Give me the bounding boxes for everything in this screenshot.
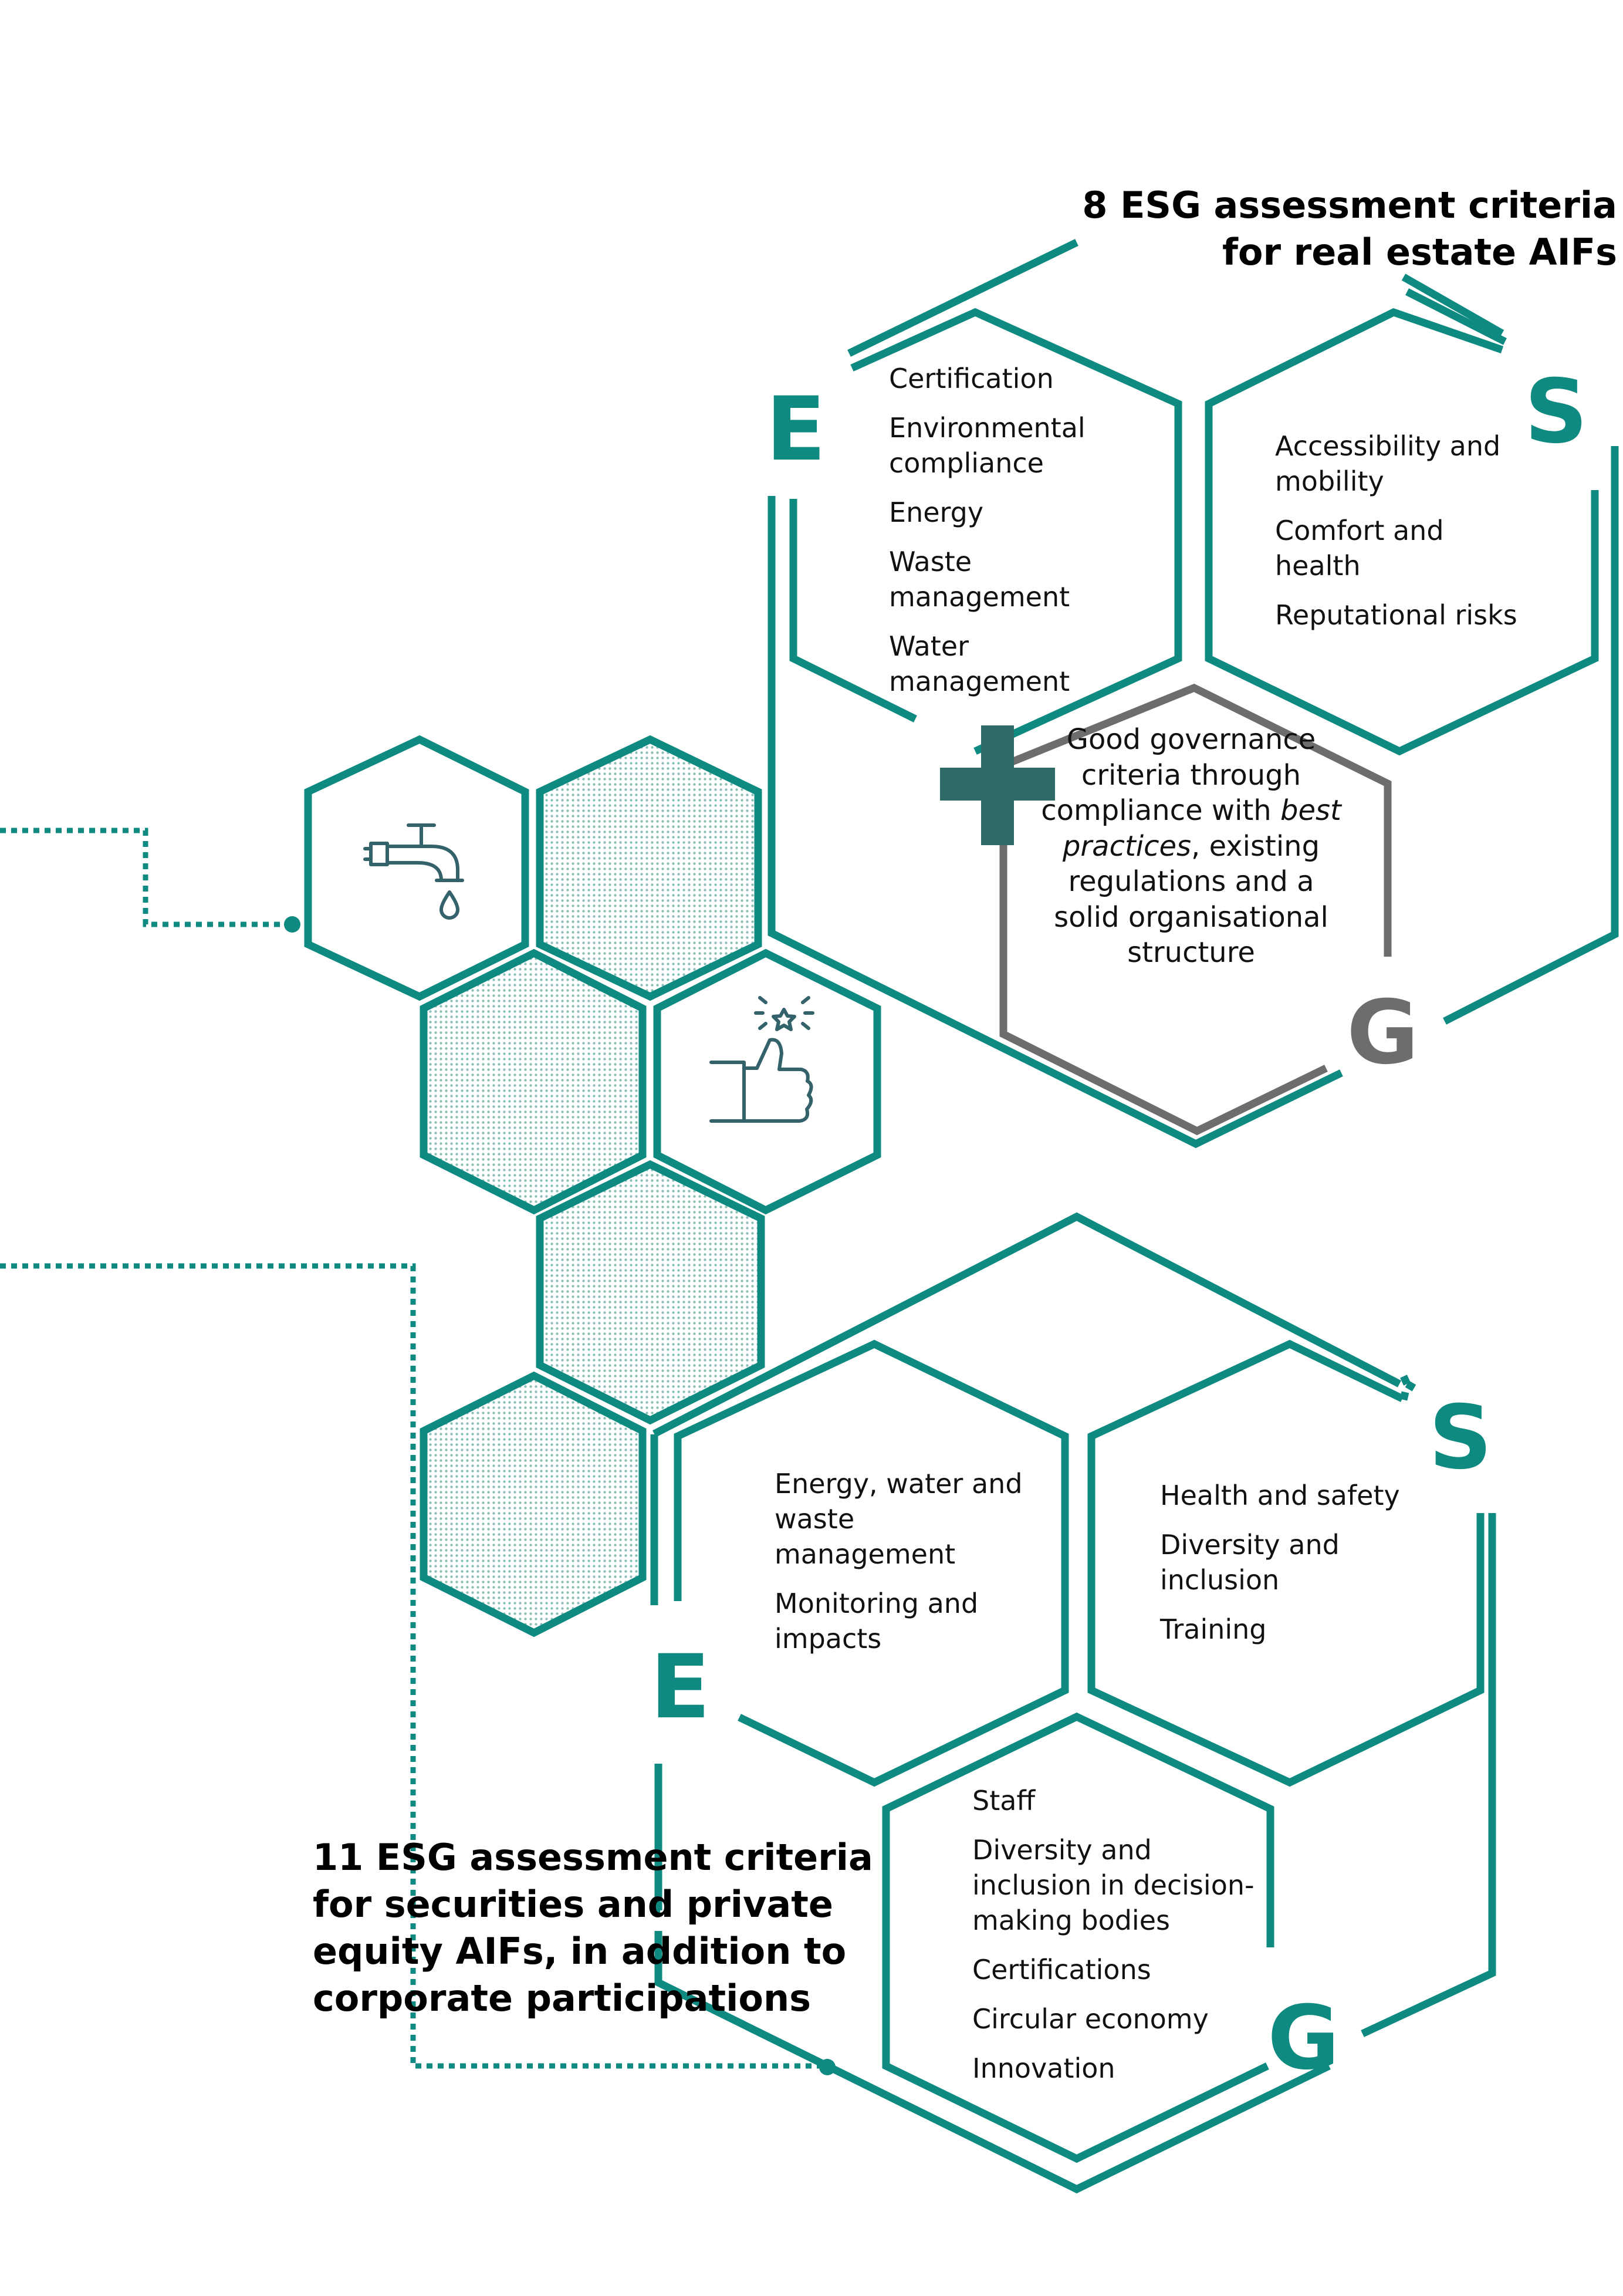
g-letter-top: G	[1347, 982, 1419, 1084]
heading-line: equity AIFs, in addition to	[313, 1930, 847, 1973]
list-item: Diversity and inclusion	[1160, 1529, 1340, 1596]
s-hexagon-top	[1205, 308, 1599, 756]
thumbs-up-icon	[709, 996, 814, 1123]
list-item: Monitoring and impacts	[775, 1588, 979, 1655]
heading-line: 8 ESG assessment criteria	[1082, 184, 1617, 227]
securities-heading: 11 ESG assessment criteria for securitie…	[313, 1834, 873, 2022]
securities-governance-list: Staff Diversity and inclusion in decisio…	[972, 1783, 1266, 2100]
governance-text-before: Good governance criteria through complia…	[1041, 723, 1316, 827]
list-item: Energy, water and waste management	[775, 1468, 1023, 1570]
list-item: Circular economy	[972, 2003, 1209, 2035]
outer-hexagon-bottom	[654, 1931, 1331, 2194]
list-item: Environmental compliance	[889, 412, 1086, 479]
pattern-hexagon	[536, 1160, 765, 1425]
governance-text-after: , existing regulations and a solid organ…	[1054, 829, 1328, 970]
heading-line: for real estate AIFs	[1222, 231, 1617, 274]
pattern-hexagon	[536, 735, 762, 1001]
list-item: Energy	[889, 497, 984, 528]
g-hexagon-top	[996, 683, 1392, 957]
e-hexagon-top	[850, 308, 1182, 755]
thumbs-up-hexagon	[653, 948, 881, 1215]
pattern-hexagon	[420, 948, 647, 1215]
pattern-hexagon	[420, 1371, 647, 1637]
list-item: Certification	[889, 363, 1054, 394]
list-item: Health and safety	[1160, 1480, 1400, 1511]
securities-social-list: Health and safety Diversity and inclusio…	[1160, 1478, 1406, 1661]
dotted-connector-bottom	[0, 1263, 824, 2069]
list-item: Waste management	[889, 546, 1070, 613]
list-item: Diversity and inclusion in decision-maki…	[972, 1834, 1255, 1936]
real-estate-social-list: Accessibility and mobility Comfort and h…	[1275, 428, 1527, 647]
securities-environmental-list: Energy, water and waste management Monit…	[775, 1466, 1033, 1670]
g-hexagon-bottom	[882, 1712, 1274, 2163]
outer-hexagon-bottom	[652, 1212, 1401, 1437]
list-item: Comfort and health	[1275, 515, 1444, 582]
list-item: Reputational risks	[1275, 599, 1517, 631]
e-letter-top: E	[766, 379, 826, 481]
s-letter-top: S	[1524, 361, 1588, 463]
connector-dot	[284, 916, 300, 933]
water-tap-icon	[363, 823, 464, 920]
tap-hexagon	[304, 735, 529, 1001]
heading-line: corporate participations	[313, 1977, 812, 2020]
e-letter-bottom: E	[650, 1636, 711, 1738]
heading-line: 11 ESG assessment criteria	[313, 1836, 873, 1879]
g-letter-bottom: G	[1267, 1987, 1340, 2089]
list-item: Staff	[972, 1785, 1036, 1816]
real-estate-heading: 8 ESG assessment criteria for real estat…	[1082, 182, 1617, 276]
governance-text-italic: best practices	[1062, 794, 1341, 863]
list-item: Certifications	[972, 1954, 1151, 1986]
s-hexagon-bottom	[1087, 1339, 1485, 1787]
outer-hexagon-top	[767, 496, 1343, 1149]
dotted-connector-top	[0, 828, 291, 927]
list-item: Water management	[889, 630, 1070, 697]
plus-icon	[940, 725, 1055, 845]
real-estate-governance-text: Good governance criteria through complia…	[1039, 722, 1344, 971]
outer-hexagon-top	[847, 239, 1078, 357]
e-hexagon-bottom	[674, 1339, 1069, 1787]
list-item: Innovation	[972, 2052, 1115, 2084]
heading-line: for securities and private	[313, 1883, 833, 1926]
s-letter-bottom: S	[1429, 1387, 1493, 1489]
list-item: Training	[1160, 1613, 1267, 1645]
real-estate-environmental-list: Certification Environmental compliance E…	[889, 361, 1153, 713]
list-item: Accessibility and mobility	[1275, 430, 1501, 497]
